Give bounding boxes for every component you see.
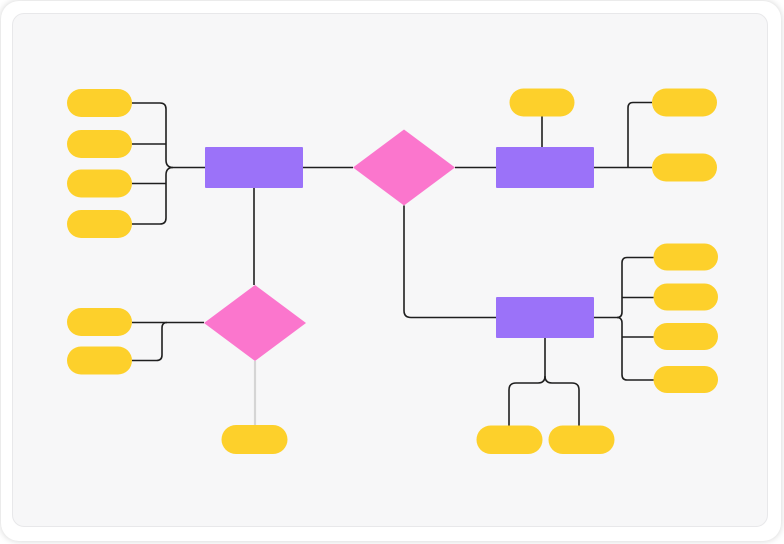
pill-top-right-1[interactable] xyxy=(652,88,717,117)
connector-rect2-topright1 xyxy=(627,101,652,168)
pill-right-4[interactable] xyxy=(653,366,719,393)
pill-left-3[interactable] xyxy=(67,169,132,198)
connector-left4-bracket xyxy=(132,166,174,225)
pill-below-diamond[interactable] xyxy=(221,425,288,454)
rect-top-left[interactable] xyxy=(205,147,303,188)
pill-top-right-2[interactable] xyxy=(652,153,717,182)
connector-diamond1-rect3 xyxy=(403,205,496,319)
pill-mid-left-1[interactable] xyxy=(67,308,132,336)
rect-top-right[interactable] xyxy=(496,147,594,188)
whiteboard-canvas[interactable] xyxy=(12,13,768,527)
pill-right-2[interactable] xyxy=(653,283,719,311)
rect-bottom-right[interactable] xyxy=(496,297,594,338)
pill-left-2[interactable] xyxy=(67,130,132,158)
connector-rect3-right4 xyxy=(616,316,654,381)
connector-rect3-bottom1 xyxy=(508,375,546,426)
pill-mid-left-2[interactable] xyxy=(67,346,132,375)
diamond-bottom-left[interactable] xyxy=(204,285,306,361)
pill-bottom-1[interactable] xyxy=(476,425,543,455)
connector-rect3-bottom2 xyxy=(544,375,580,426)
pill-left-4[interactable] xyxy=(67,210,132,238)
pill-bottom-2[interactable] xyxy=(548,425,615,455)
diamond-top[interactable] xyxy=(353,129,455,206)
pill-right-3[interactable] xyxy=(653,323,719,350)
pill-left-1[interactable] xyxy=(67,89,132,117)
pill-top-center[interactable] xyxy=(509,88,575,117)
connector-rect3-right1 xyxy=(616,256,654,319)
pill-right-1[interactable] xyxy=(653,243,719,271)
connector-midleft2-bracket xyxy=(132,321,168,362)
connector-left1-bracket xyxy=(132,102,205,169)
